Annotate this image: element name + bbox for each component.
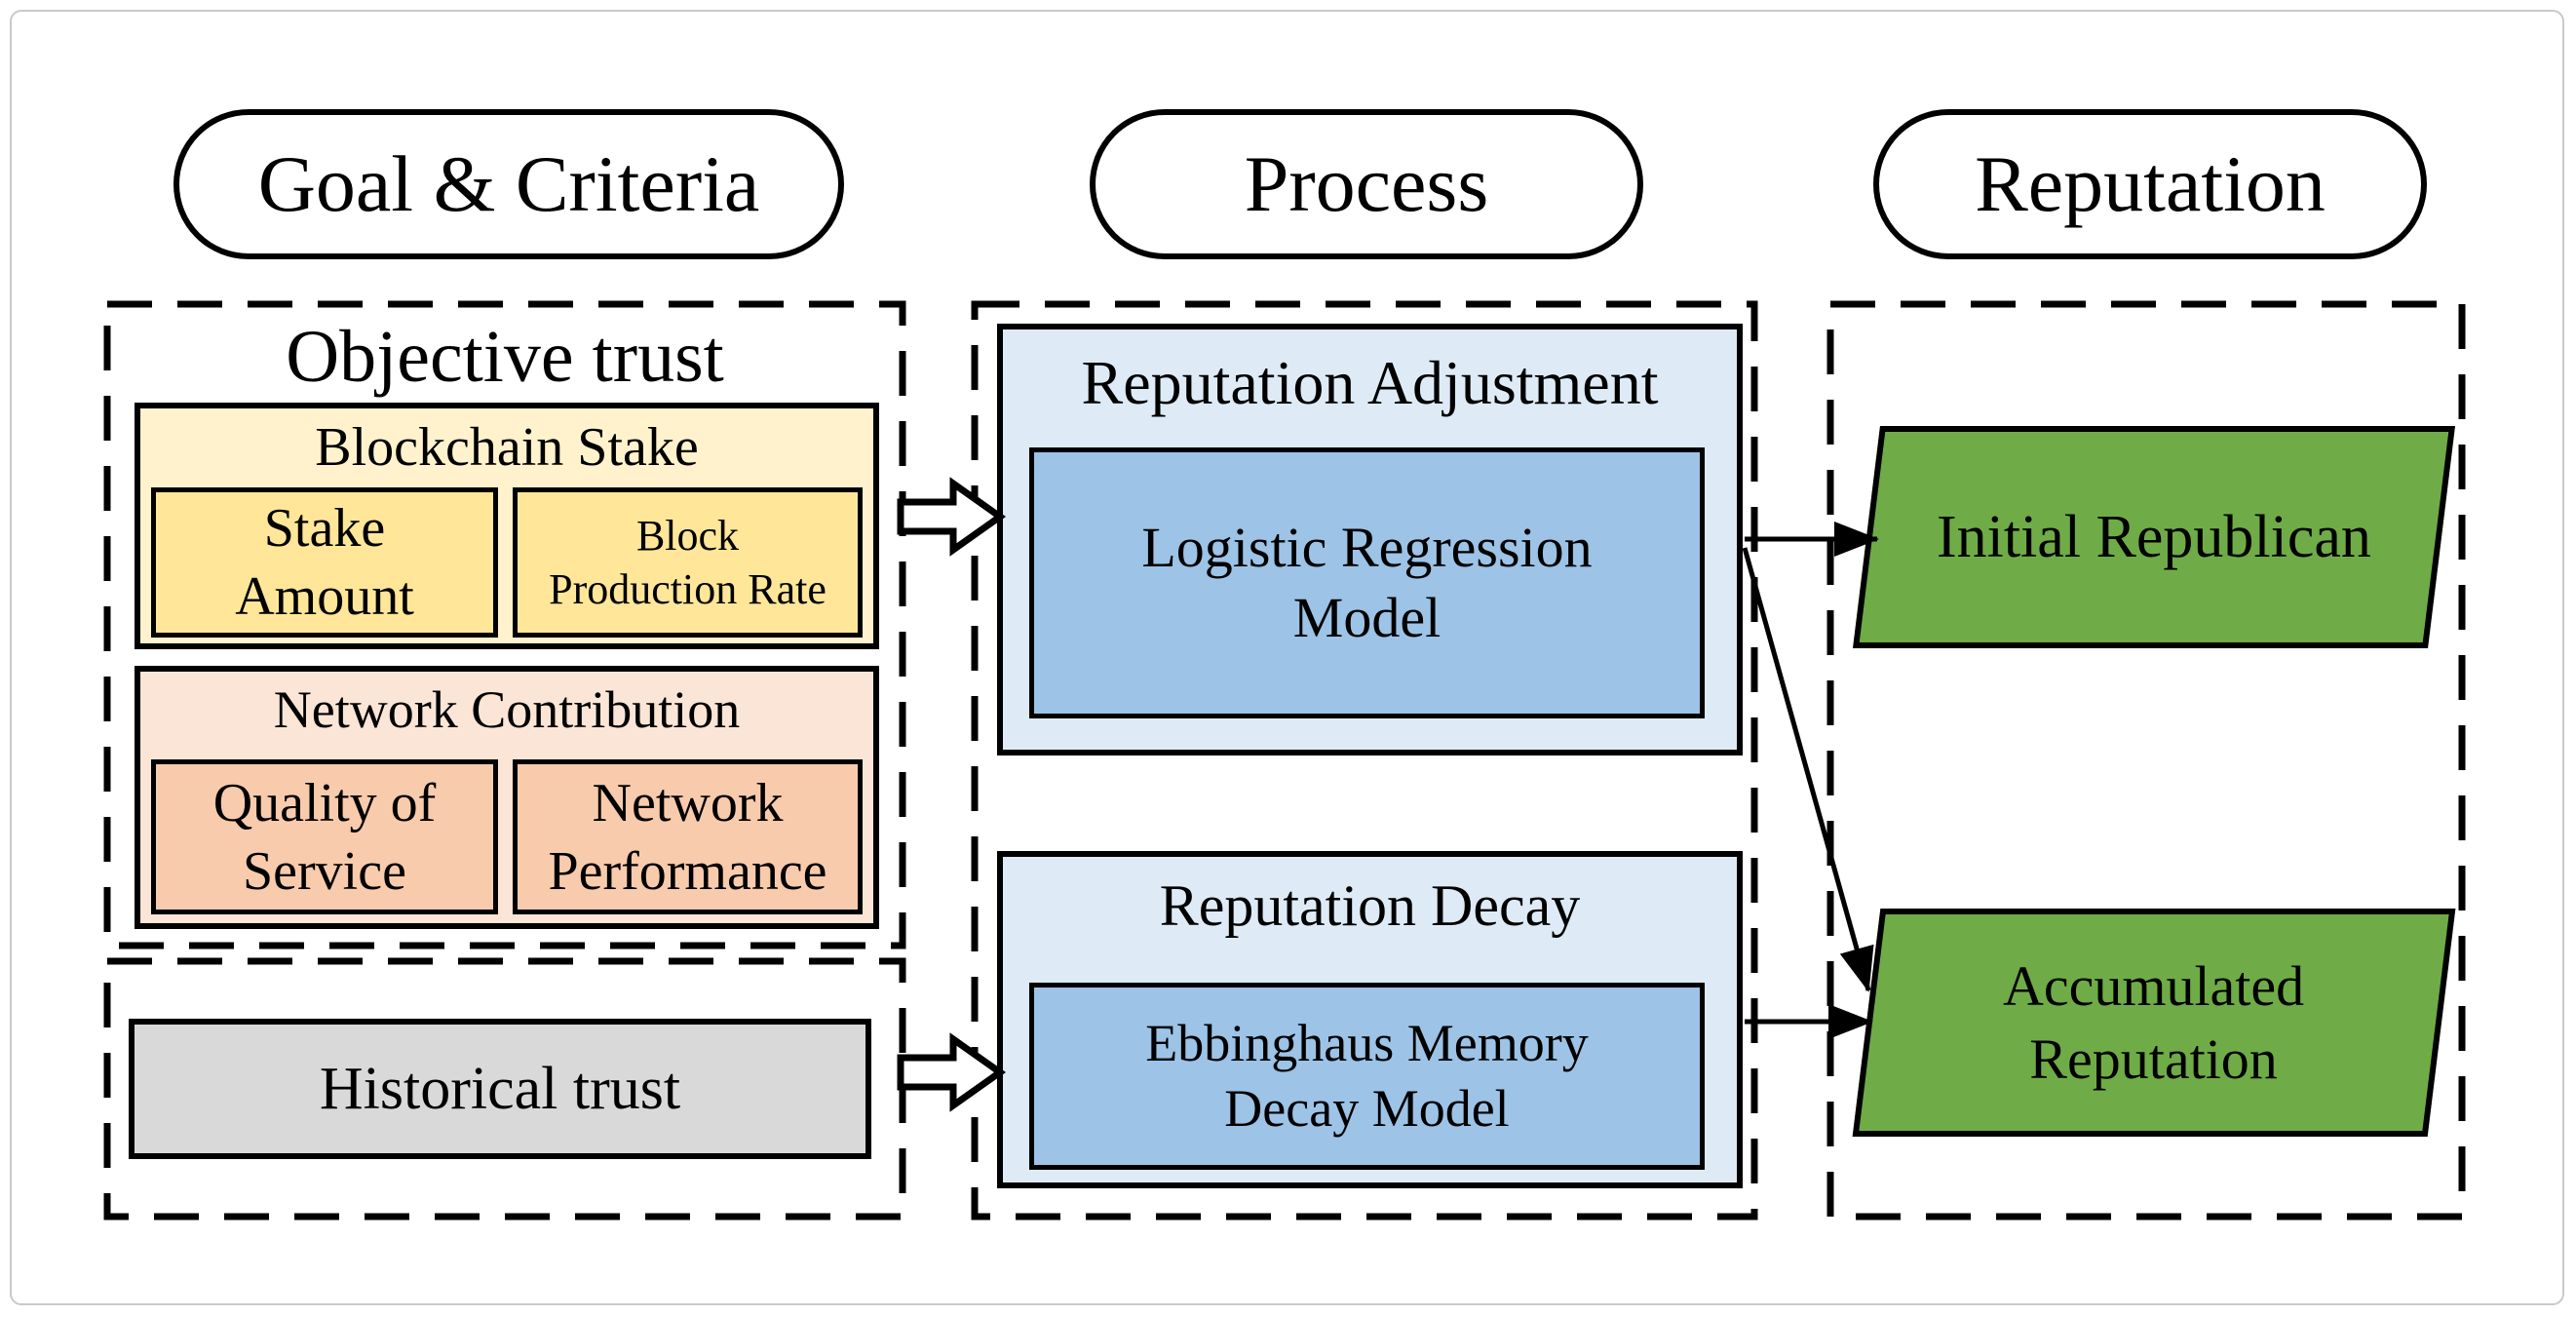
accumulated-reputation-label: Accumulated Reputation (2003, 949, 2304, 1097)
network-performance-box: Network Performance (513, 759, 863, 914)
ebbinghaus-line1: Ebbinghaus Memory (1145, 1013, 1589, 1072)
blockchain-stake-title: Blockchain Stake (135, 412, 879, 483)
ebbinghaus-line2: Decay Model (1224, 1079, 1510, 1138)
header-process-label: Process (1244, 139, 1489, 228)
quality-of-service-line1: Quality of (212, 772, 437, 833)
accumulated-reputation-parallelogram: Accumulated Reputation (1852, 909, 2456, 1137)
ebbinghaus-memory-decay-model-box: Ebbinghaus Memory Decay Model (1029, 983, 1705, 1170)
network-contribution-title-label: Network Contribution (273, 680, 741, 739)
initial-reputation-parallelogram: Initial Republican (1853, 426, 2455, 648)
objective-trust-title: Objective trust (107, 312, 903, 402)
header-reputation: Reputation (1873, 109, 2427, 259)
blockchain-stake-title-label: Blockchain Stake (315, 417, 699, 478)
stake-amount-box: Stake Amount (151, 487, 498, 638)
logistic-regression-line2: Model (1292, 586, 1442, 649)
header-reputation-label: Reputation (1975, 139, 2326, 228)
logistic-regression-line1: Logistic Regression (1141, 515, 1593, 579)
accumulated-reputation-line1: Accumulated (2003, 953, 2305, 1018)
logistic-regression-model-box: Logistic Regression Model (1029, 447, 1705, 718)
reputation-decay-title: Reputation Decay (997, 864, 1743, 948)
header-goal-criteria-label: Goal & Criteria (257, 139, 760, 228)
network-contribution-title: Network Contribution (135, 676, 879, 744)
objective-trust-title-label: Objective trust (286, 315, 724, 398)
block-production-rate-line2: Production Rate (549, 565, 827, 613)
quality-of-service-line2: Service (243, 840, 406, 902)
network-performance-line1: Network (592, 772, 784, 833)
historical-trust-label: Historical trust (319, 1055, 681, 1122)
outer-frame (10, 10, 2564, 1305)
stake-amount-line2: Amount (235, 566, 414, 627)
header-process: Process (1090, 109, 1643, 259)
accumulated-reputation-line2: Reputation (2029, 1027, 2279, 1091)
reputation-decay-title-label: Reputation Decay (1159, 872, 1581, 938)
reputation-adjustment-title-label: Reputation Adjustment (1081, 348, 1659, 417)
reputation-adjustment-title: Reputation Adjustment (997, 339, 1743, 427)
block-production-rate-line1: Block (635, 512, 740, 560)
quality-of-service-box: Quality of Service (151, 759, 498, 914)
stake-amount-line1: Stake (263, 498, 386, 559)
block-production-rate-box: Block Production Rate (513, 487, 863, 638)
initial-reputation-label: Initial Republican (1937, 503, 2371, 570)
historical-trust-box: Historical trust (129, 1019, 871, 1159)
network-performance-line2: Performance (548, 840, 827, 902)
header-goal-criteria: Goal & Criteria (173, 109, 844, 259)
